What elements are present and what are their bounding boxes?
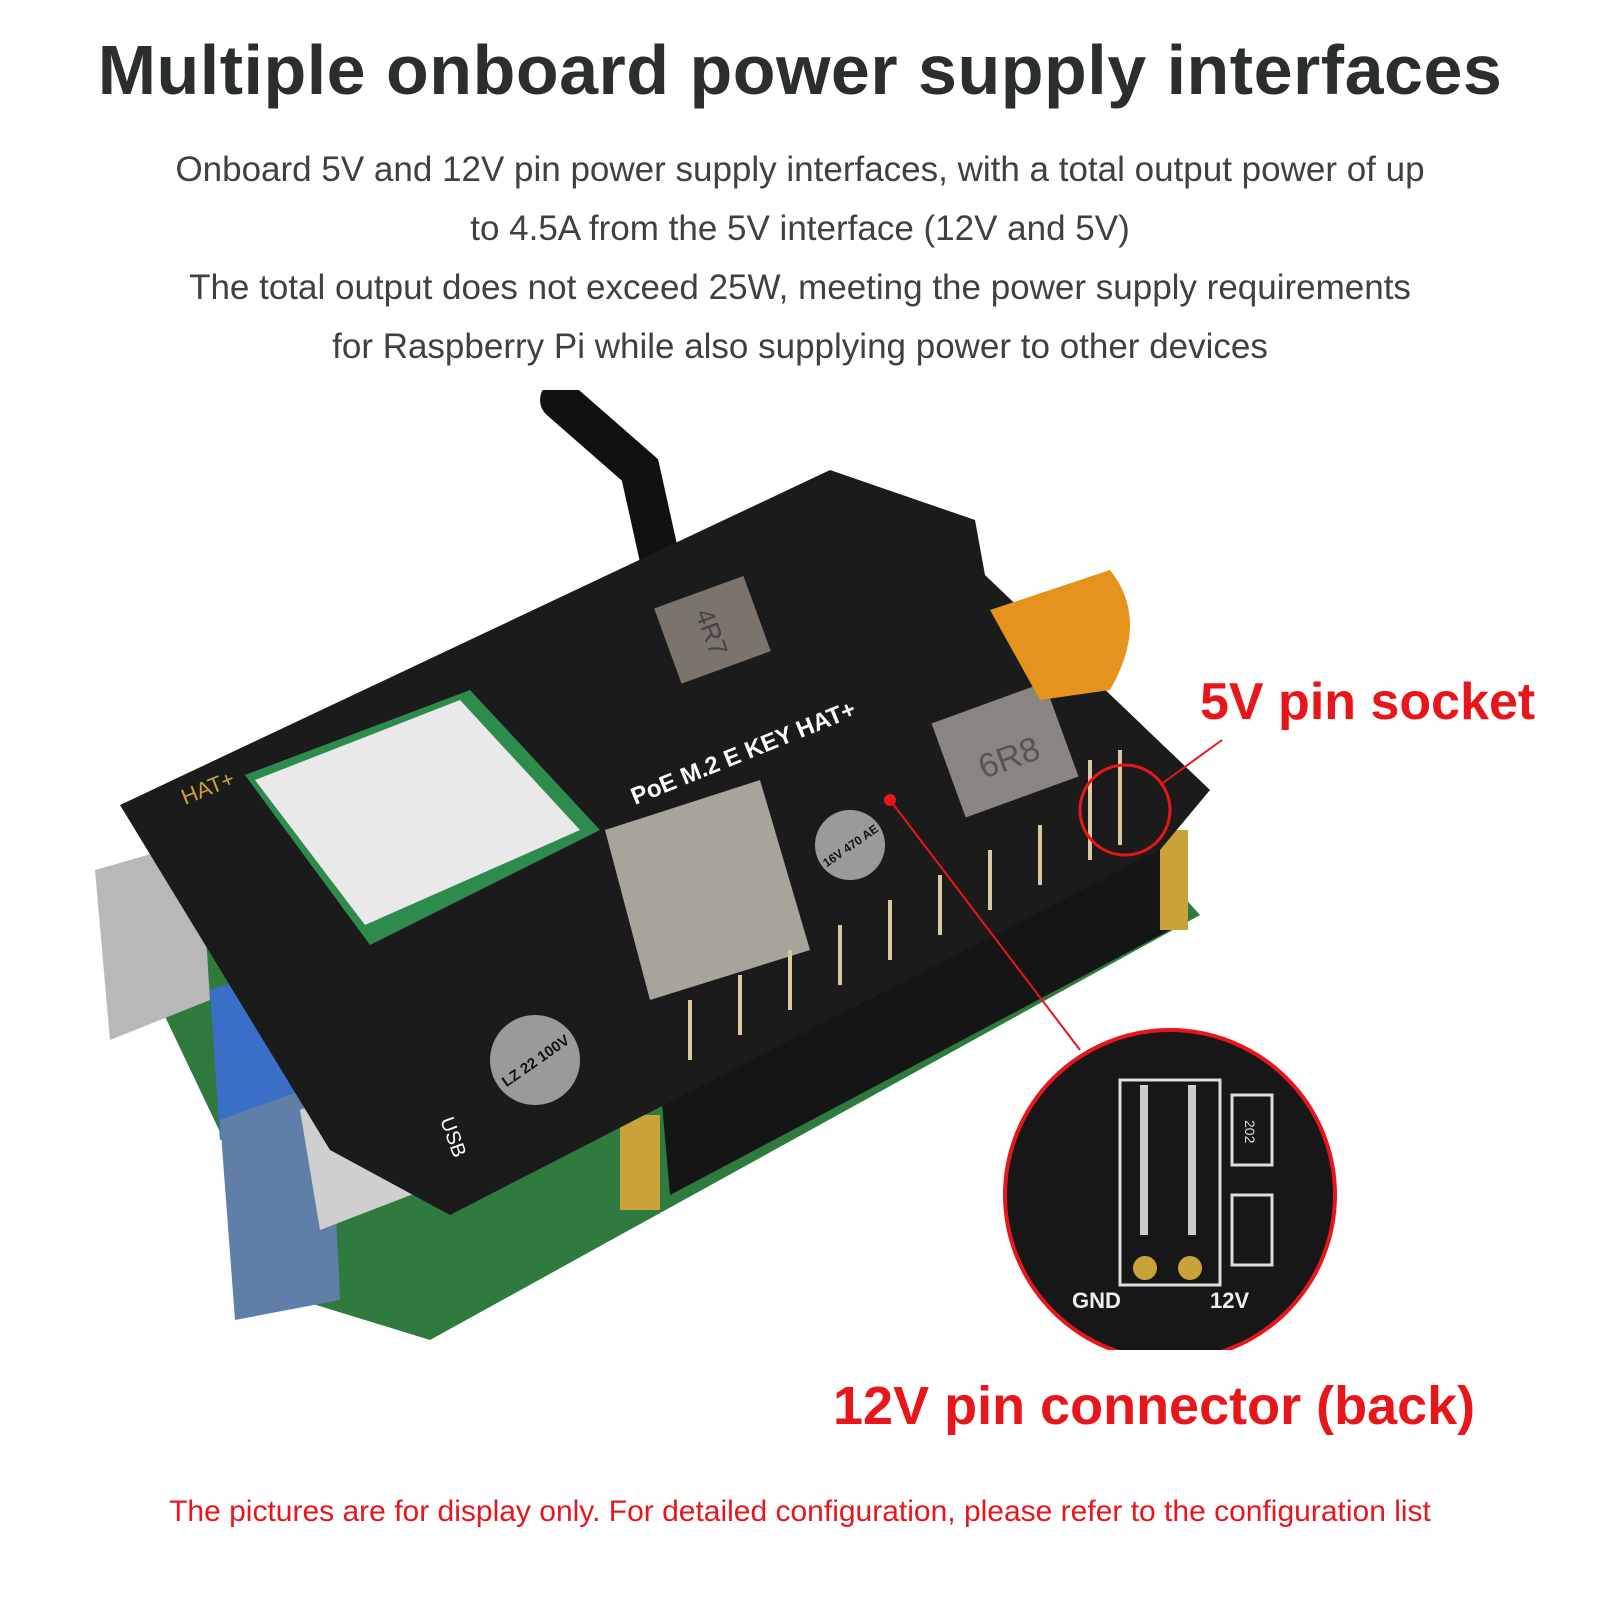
power-cable	[540, 390, 680, 580]
12v-label: 12V	[1210, 1288, 1249, 1313]
product-photo: 4R7 6R8 LZ 22 100V 16V 470 AE PoE M.2 E …	[95, 390, 1337, 1350]
gpio-pins	[688, 750, 1122, 1060]
callout-5v-pin-socket: 5V pin socket	[1200, 673, 1536, 731]
inset-magnifier: 202 GND 12V	[1003, 1028, 1337, 1350]
5v-socket-highlight	[1078, 763, 1172, 857]
transformer	[605, 780, 810, 1000]
page-title: Multiple onboard power supply interfaces	[97, 31, 1503, 109]
description-line-2: to 4.5A from the 5V interface (12V and 5…	[470, 209, 1130, 248]
standoff	[620, 1115, 660, 1210]
inductor-4r7	[654, 575, 771, 684]
capacitor-470	[815, 810, 885, 880]
capacitor-100v	[490, 1015, 580, 1105]
description-line-4: for Raspberry Pi while also supplying po…	[332, 327, 1268, 366]
resistor-marking: 202	[1242, 1120, 1258, 1144]
12v-callout-line	[889, 799, 1081, 1051]
gnd-label: GND	[1072, 1288, 1121, 1313]
inductor-6r8	[931, 682, 1079, 818]
callout-12v-pin-connector: 12V pin connector (back)	[833, 1376, 1476, 1436]
description-line-1: Onboard 5V and 12V pin power supply inte…	[175, 150, 1425, 189]
flex-cable	[990, 570, 1130, 700]
wifi-card-label	[255, 700, 580, 925]
description-line-3: The total output does not exceed 25W, me…	[189, 268, 1411, 307]
standoff	[1160, 830, 1188, 930]
gpio-header-block	[660, 820, 1170, 1195]
footer-note: The pictures are for display only. For d…	[169, 1495, 1431, 1528]
5v-callout-line	[1159, 739, 1223, 786]
